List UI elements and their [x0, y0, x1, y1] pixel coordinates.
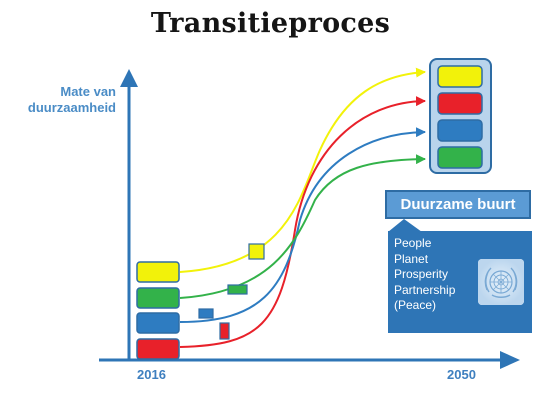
- y-axis-label-line-1: Mate van: [60, 84, 116, 99]
- target-block-yellow: [437, 65, 483, 88]
- start-block-yellow: [136, 261, 180, 283]
- start-block-green: [136, 287, 180, 309]
- un-emblem-icon: [478, 259, 524, 305]
- callout-pointer: [388, 219, 422, 232]
- red-transition-curve: [179, 96, 426, 348]
- y-axis-arrowhead: [120, 69, 138, 87]
- mid-marker-blue: [198, 308, 214, 319]
- y-axis-label-line-2: duurzaamheid: [27, 100, 116, 115]
- green-transition-curve: [179, 154, 426, 299]
- mid-marker-green: [227, 284, 248, 295]
- target-block-green: [437, 146, 483, 169]
- mid-marker-yellow: [248, 243, 265, 260]
- principle-item: (Peace): [394, 298, 437, 312]
- x-tick-end: 2050: [447, 367, 476, 382]
- x-tick-start: 2016: [137, 367, 166, 382]
- principles-list: People Planet Prosperity Partnership (Pe…: [394, 236, 455, 314]
- principle-item: People: [394, 236, 432, 250]
- x-axis-arrowhead: [500, 351, 520, 369]
- blue-transition-curve: [179, 127, 426, 323]
- diagram-title: Transitieproces: [150, 8, 391, 39]
- start-block-blue: [136, 312, 180, 334]
- y-axis-label: Mate van duurzaamheid: [6, 84, 116, 116]
- principles-box: People Planet Prosperity Partnership (Pe…: [388, 231, 532, 333]
- principle-item: Partnership: [394, 282, 456, 297]
- principle-item: Planet: [394, 251, 429, 266]
- start-block-red: [136, 338, 180, 360]
- principle-item: Prosperity: [394, 267, 449, 281]
- target-block-red: [437, 92, 483, 115]
- mid-marker-red: [219, 322, 230, 340]
- target-block-blue: [437, 119, 483, 142]
- target-title: Duurzame buurt: [385, 190, 531, 219]
